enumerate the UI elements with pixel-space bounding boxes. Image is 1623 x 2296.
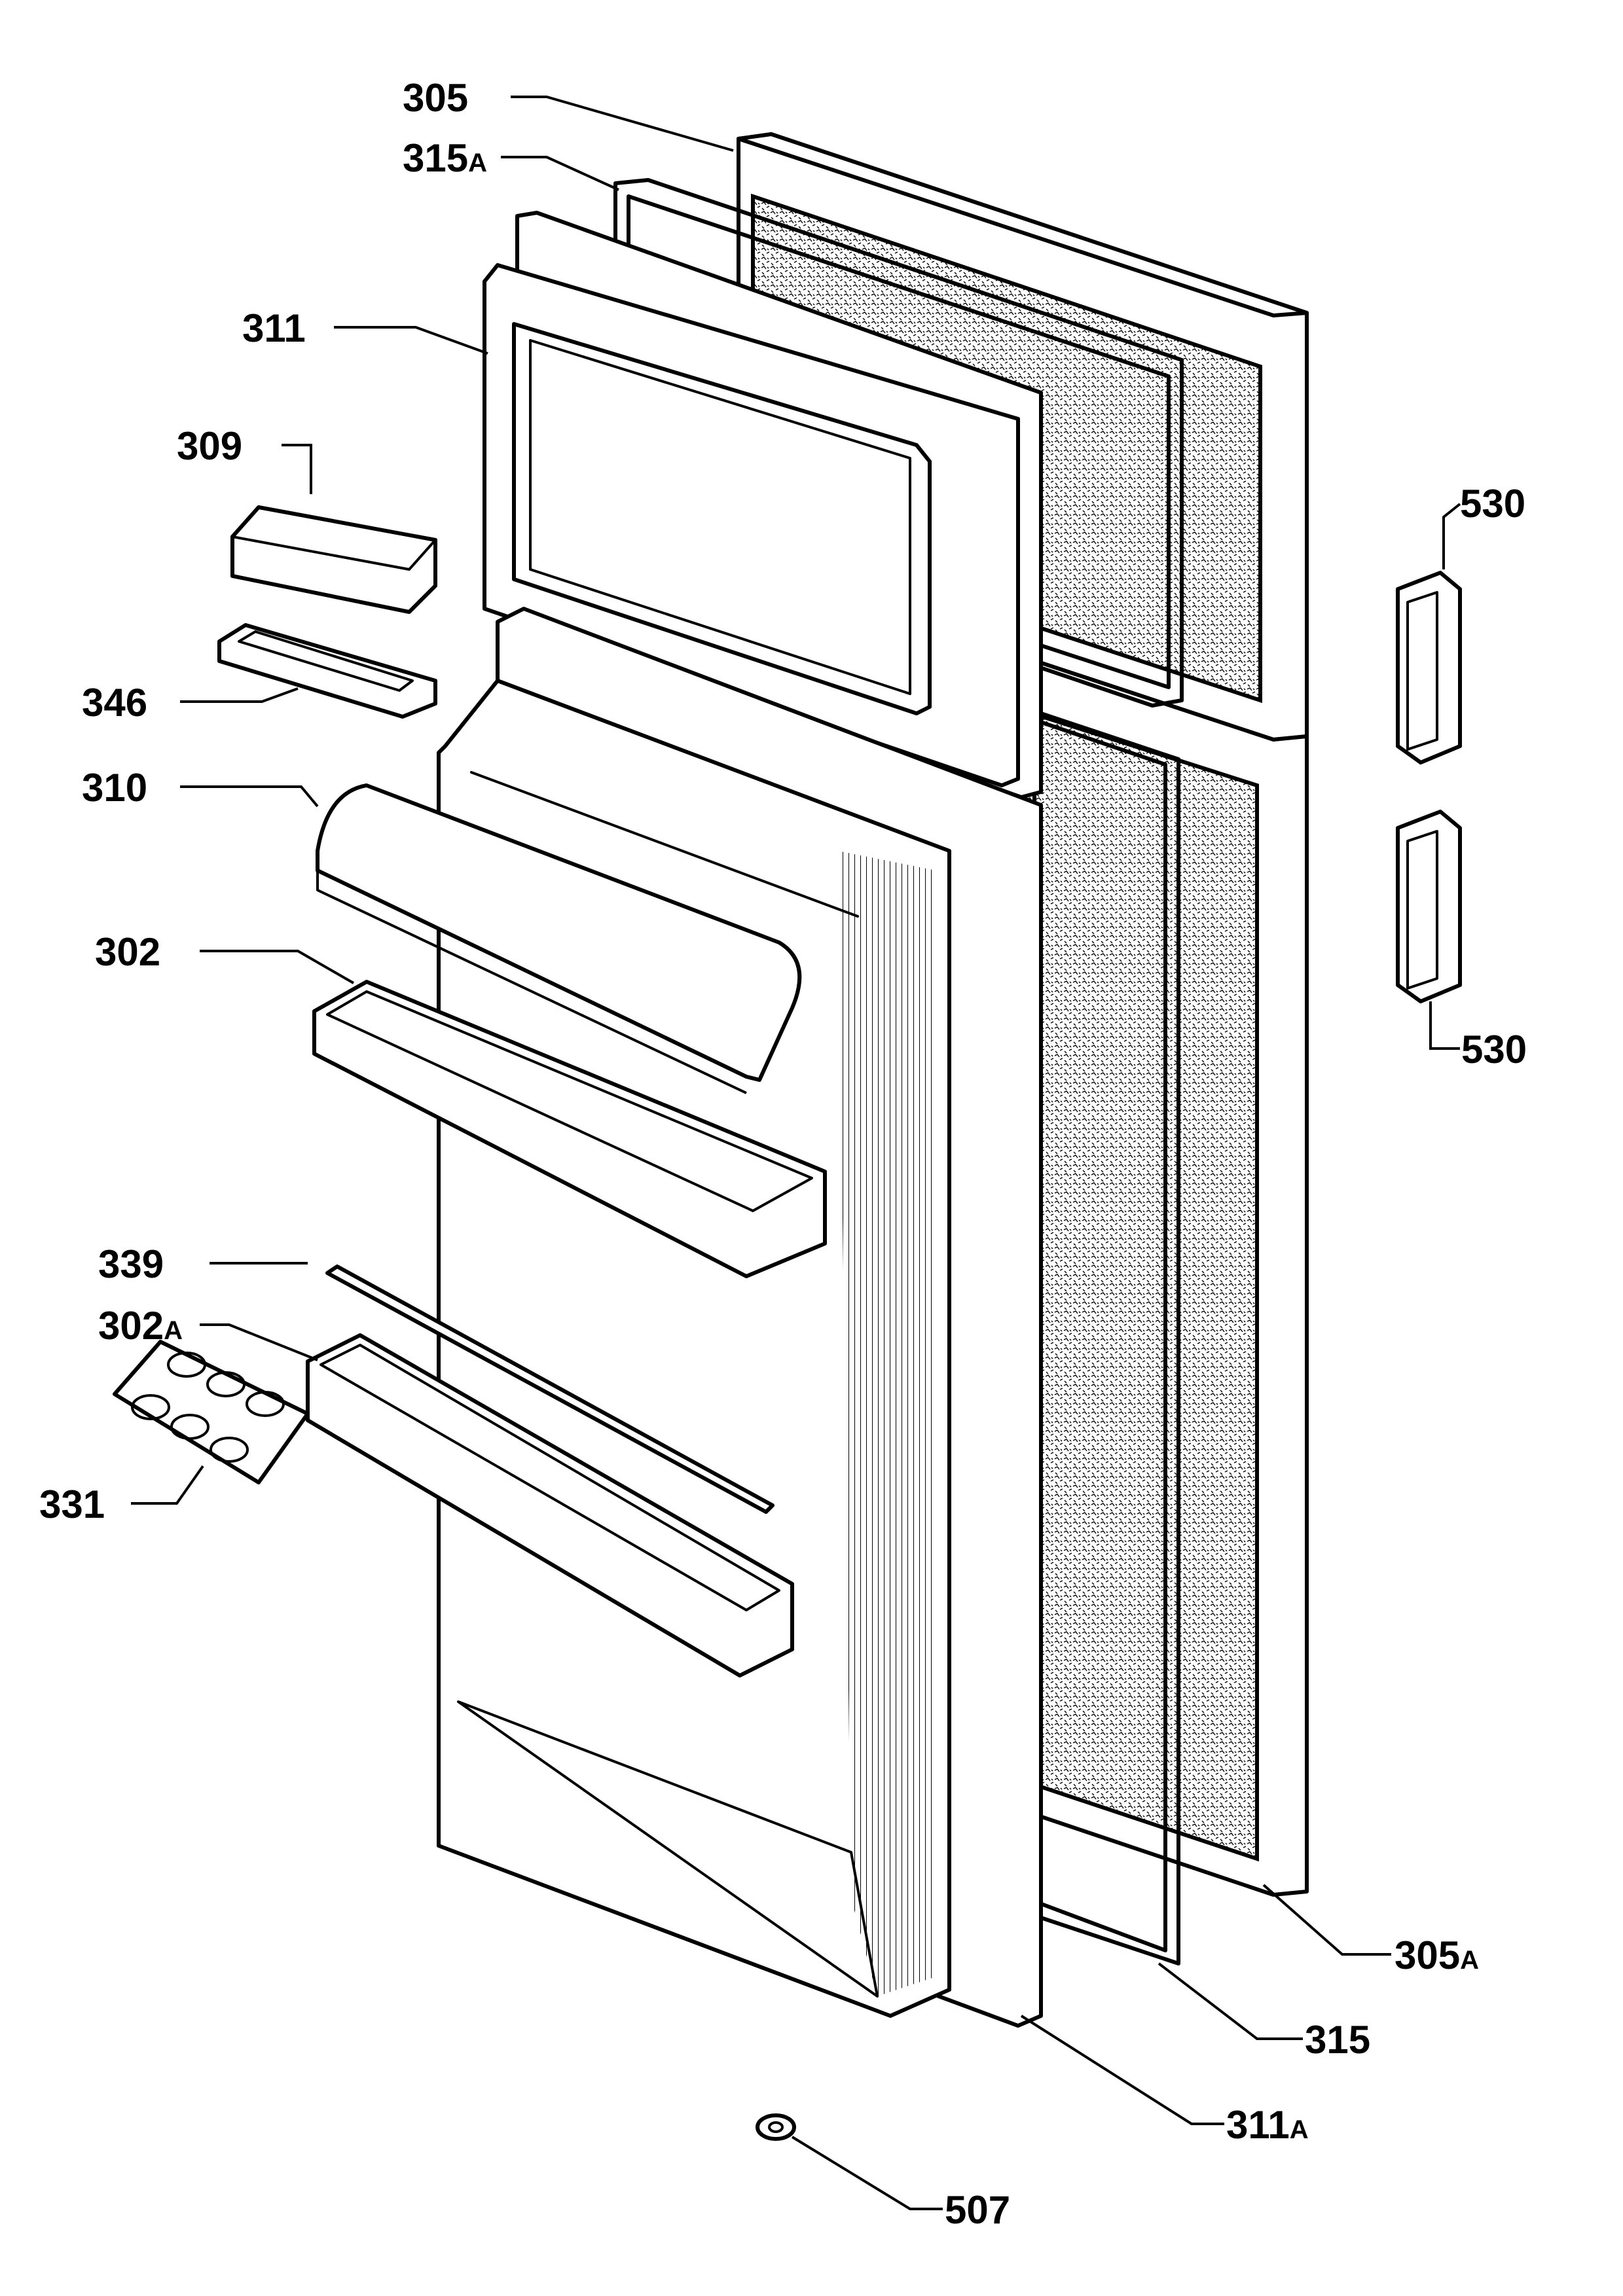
leader-315a — [501, 156, 619, 191]
label-346: 346 — [82, 681, 147, 725]
upper-inner-liner — [483, 211, 1043, 799]
leader-311a — [1020, 2015, 1224, 2125]
hinge-cover-lower — [1396, 810, 1462, 1003]
label-310: 310 — [82, 766, 147, 810]
dairy-cover — [316, 783, 802, 1094]
label-302a: 302A — [98, 1304, 183, 1348]
leader-530t — [1442, 503, 1461, 569]
label-331: 331 — [39, 1482, 105, 1526]
leader-346 — [180, 687, 299, 703]
label-315: 315 — [1305, 2018, 1370, 2062]
door-stop-clip — [756, 2113, 796, 2141]
door-shelf — [312, 980, 827, 1278]
label-311a: 311A — [1226, 2103, 1309, 2147]
label-309: 309 — [177, 424, 242, 468]
hinge-cover-upper — [1396, 571, 1462, 764]
label-305: 305 — [403, 76, 468, 120]
part-labels: 305 315A 311 309 346 310 302 339 302A 33… — [39, 76, 1527, 2232]
leader-305a — [1262, 1884, 1391, 1956]
leader-331 — [131, 1465, 204, 1505]
leader-lines — [131, 96, 1461, 2210]
bottle-shelf — [306, 1333, 794, 1677]
label-315a: 315A — [403, 136, 487, 180]
leader-507 — [791, 2136, 943, 2210]
shelf-rail — [325, 1265, 775, 1514]
label-305a: 305A — [1395, 1933, 1479, 1977]
label-311: 311 — [242, 306, 306, 350]
leader-315 — [1158, 1962, 1303, 2040]
egg-tray — [113, 1340, 310, 1484]
label-530-bottom: 530 — [1461, 1028, 1527, 1071]
label-302: 302 — [95, 930, 160, 974]
leader-309 — [282, 444, 312, 494]
leader-311 — [334, 326, 488, 355]
leader-530b — [1429, 1001, 1460, 1050]
leader-302 — [200, 950, 354, 984]
butter-dish-cover — [230, 505, 437, 614]
leader-305 — [511, 96, 734, 152]
label-507: 507 — [945, 2188, 1010, 2232]
leader-302a — [200, 1323, 318, 1361]
butter-dish-tray — [217, 623, 437, 719]
label-339: 339 — [98, 1242, 164, 1286]
label-530-top: 530 — [1460, 482, 1525, 526]
lower-inner-liner — [437, 607, 1043, 2028]
leader-310 — [180, 785, 319, 808]
